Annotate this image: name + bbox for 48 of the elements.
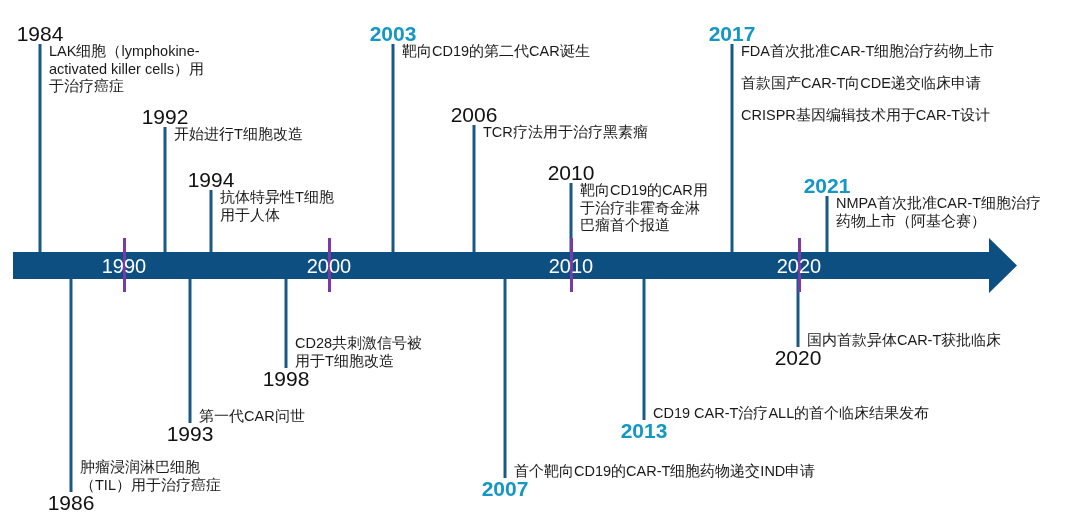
leader-line bbox=[730, 44, 734, 252]
leader-line bbox=[642, 279, 646, 420]
leader-line bbox=[38, 44, 42, 252]
leader-line bbox=[391, 44, 395, 252]
event-description: CD19 CAR-T治疗ALL的首个临床结果发布 bbox=[653, 404, 930, 422]
decade-label: 2010 bbox=[548, 256, 594, 276]
leader-line bbox=[69, 279, 73, 492]
event-description: 靶向CD19的CAR用于治疗非霍奇金淋巴瘤首个报道 bbox=[580, 182, 709, 235]
leader-line bbox=[284, 279, 288, 368]
event-description: CD28共刺激信号被用于T细胞改造 bbox=[295, 335, 424, 370]
event-description: 国内首款异体CAR-T获批临床 bbox=[807, 331, 1002, 349]
year-label: 1998 bbox=[262, 368, 310, 389]
event-description: 首款国产CAR-T向CDE递交临床申请 bbox=[741, 75, 981, 93]
leader-line bbox=[209, 190, 213, 252]
decade-label: 1990 bbox=[101, 256, 147, 276]
year-label: 2021 bbox=[803, 175, 851, 196]
decade-label: 2020 bbox=[776, 256, 822, 276]
year-label: 2006 bbox=[450, 104, 498, 125]
year-label: 2007 bbox=[481, 478, 529, 499]
event-description: CRISPR基因编辑技术用于CAR-T设计 bbox=[741, 107, 991, 125]
year-label: 2003 bbox=[369, 23, 417, 44]
event-description: 肿瘤浸润淋巴细胞（TIL）用于治疗癌症 bbox=[80, 459, 222, 494]
event-description: 抗体特异性T细胞用于人体 bbox=[220, 189, 335, 224]
event-description: FDA首次批准CAR-T细胞治疗药物上市 bbox=[741, 43, 995, 61]
event-description: LAK细胞（lymphokine-activated killer cells）用于治疗癌症 bbox=[49, 43, 205, 96]
year-label: 2020 bbox=[774, 347, 822, 368]
leader-line bbox=[472, 125, 476, 252]
event-description: 第一代CAR问世 bbox=[199, 407, 305, 425]
event-description: NMPA首次批准CAR-T细胞治疗药物上市（阿基仑赛） bbox=[836, 195, 1043, 230]
year-label: 2010 bbox=[547, 162, 595, 183]
year-label: 1984 bbox=[16, 23, 64, 44]
year-label: 1992 bbox=[141, 106, 189, 127]
leader-line bbox=[163, 127, 167, 252]
year-label: 1986 bbox=[47, 492, 95, 513]
timeline-arrow bbox=[13, 238, 1017, 293]
year-label: 1993 bbox=[166, 423, 214, 444]
event-description: 首个靶向CD19的CAR-T细胞药物递交IND申请 bbox=[514, 462, 816, 480]
year-label: 1994 bbox=[187, 169, 235, 190]
year-label: 2017 bbox=[708, 23, 756, 44]
event-description: TCR疗法用于治疗黑素瘤 bbox=[483, 124, 648, 142]
leader-line bbox=[188, 279, 192, 423]
leader-line bbox=[796, 279, 800, 347]
event-description: 开始进行T细胞改造 bbox=[174, 126, 303, 144]
event-description: 靶向CD19的第二代CAR诞生 bbox=[402, 43, 590, 61]
leader-line bbox=[825, 196, 829, 252]
leader-line bbox=[503, 279, 507, 478]
decade-label: 2000 bbox=[306, 256, 352, 276]
year-label: 2013 bbox=[620, 420, 668, 441]
